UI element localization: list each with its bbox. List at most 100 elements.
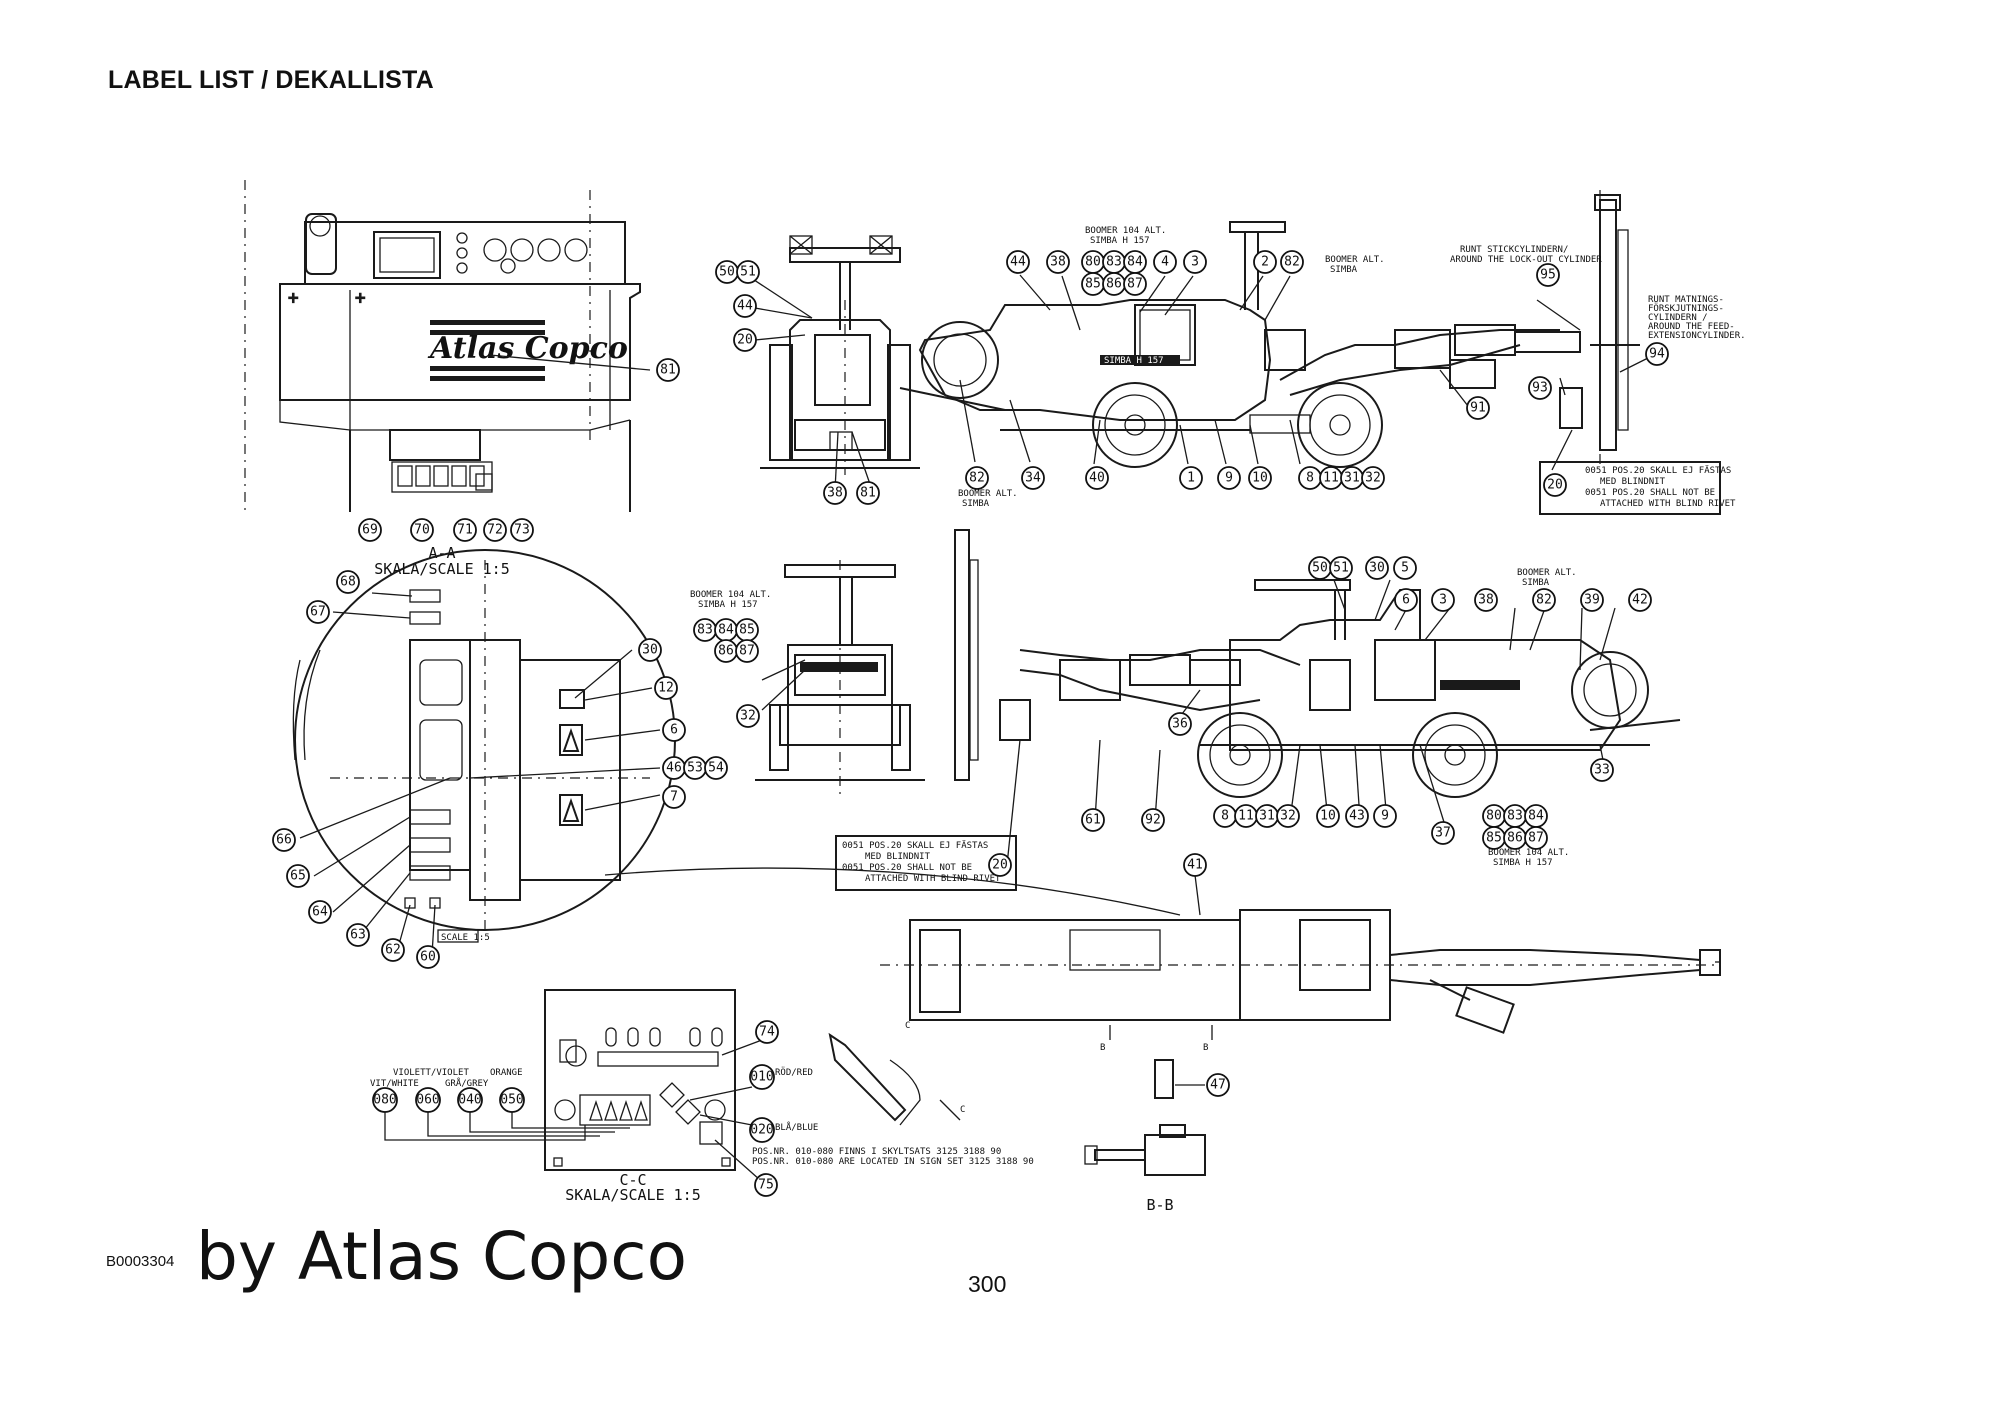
rivet-note-1d: ATTACHED WITH BLIND RIVET (1600, 499, 1736, 509)
callout-85c: 85 (1482, 826, 1506, 850)
callout-95: 95 (1536, 263, 1560, 287)
callout-84c: 84 (1524, 804, 1548, 828)
svg-text:34: 34 (1025, 471, 1041, 486)
callout-41: 41 (1183, 853, 1207, 877)
svg-text:8: 8 (1221, 809, 1229, 824)
callout-72: 72 (483, 518, 507, 542)
callout-82b: 82 (965, 466, 989, 490)
callout-20b: 20 (1543, 473, 1567, 497)
svg-text:62: 62 (385, 943, 401, 958)
callout-83c: 83 (1503, 804, 1527, 828)
callout-38b: 38 (1046, 250, 1070, 274)
section-c-mark-1: C (905, 1021, 910, 1031)
callout-12: 12 (654, 676, 678, 700)
detail-c-bracket (828, 1032, 961, 1126)
callout-31a: 31 (1340, 466, 1364, 490)
callout-8a: 8 (1298, 466, 1322, 490)
detail-c-mark: C (960, 1105, 965, 1115)
callout-87c: 87 (1524, 826, 1548, 850)
svg-text:2: 2 (1261, 255, 1269, 270)
svg-text:38: 38 (827, 486, 843, 501)
callout-44b: 44 (1006, 250, 1030, 274)
callout-40: 40 (1085, 466, 1109, 490)
callout-91: 91 (1466, 396, 1490, 420)
note-boomer-top-2: SIMBA H 157 (1090, 236, 1150, 246)
wire-violet-label: VIOLETT/VIOLET (393, 1068, 469, 1078)
svg-text:83: 83 (1507, 809, 1523, 824)
section-bb-label: B-B (1146, 1196, 1173, 1214)
callout-94: 94 (1645, 342, 1669, 366)
callout-68: 68 (336, 570, 360, 594)
svg-text:94: 94 (1649, 347, 1665, 362)
callout-75: 75 (754, 1173, 778, 1197)
callout-85a: 85 (1081, 272, 1105, 296)
wire-red-label: RÖD/RED (775, 1067, 813, 1078)
callout-38c: 38 (1474, 588, 1498, 612)
svg-text:+: + (355, 288, 366, 308)
note-ext-4: AROUND THE FEED- (1648, 322, 1735, 332)
detail-magnified-circle (292, 549, 676, 943)
callout-87b: 87 (735, 639, 759, 663)
callout-63: 63 (346, 923, 370, 947)
callout-7: 7 (662, 785, 686, 809)
callout-43: 43 (1345, 804, 1369, 828)
note-boomer-right-1: BOOMER ALT. (1325, 255, 1385, 265)
section-aa-scale: SKALA/SCALE 1:5 (374, 560, 509, 578)
svg-text:85: 85 (1486, 831, 1502, 846)
svg-text:32: 32 (1365, 471, 1381, 486)
callout-31b: 31 (1255, 804, 1279, 828)
callout-30b: 30 (1365, 556, 1389, 580)
callout-69: 69 (358, 518, 382, 542)
svg-text:92: 92 (1145, 813, 1161, 828)
callout-20a: 20 (733, 328, 757, 352)
svg-text:44: 44 (1010, 255, 1026, 270)
note-ext-3: CYLINDERN / (1648, 313, 1708, 323)
svg-text:3: 3 (1439, 593, 1447, 608)
callout-92: 92 (1141, 808, 1165, 832)
svg-text:95: 95 (1540, 268, 1556, 283)
callout-82a: 82 (1280, 250, 1304, 274)
callout-11a: 11 (1319, 466, 1343, 490)
callout-87a: 87 (1123, 272, 1147, 296)
rivet-note-box-lower: 0051 POS.20 SKALL EJ FÄSTAS MED BLINDNIT… (835, 835, 1017, 891)
section-cc-scale: SKALA/SCALE 1:5 (565, 1186, 700, 1204)
svg-text:60: 60 (420, 950, 436, 965)
note-boomer-lower-2: SIMBA H 157 (1493, 858, 1553, 868)
byline: by Atlas Copco (196, 1218, 687, 1295)
callout-93: 93 (1528, 376, 1552, 400)
page-title: LABEL LIST / DEKALLISTA (108, 66, 434, 94)
callout-60: 60 (416, 945, 440, 969)
svg-text:87: 87 (1528, 831, 1544, 846)
svg-text:68: 68 (340, 575, 356, 590)
note-lockout-1: RUNT STICKCYLINDERN/ (1460, 245, 1568, 255)
callout-81b: 81 (856, 481, 880, 505)
svg-text:86: 86 (1507, 831, 1523, 846)
pos-note-1: POS.NR. 010-080 FINNS I SKYLTSATS 3125 3… (752, 1147, 1001, 1157)
wire-blue-label: BLÅ/BLUE (775, 1121, 818, 1133)
rivet-note-2a: 0051 POS.20 SKALL EJ FÄSTAS (842, 840, 988, 851)
callout-83a: 83 (1102, 250, 1126, 274)
svg-text:20: 20 (992, 858, 1008, 873)
note-boomer-top-1: BOOMER 104 ALT. (1085, 226, 1166, 236)
rivet-note-2b: MED BLINDNIT (865, 852, 931, 862)
callout-42: 42 (1628, 588, 1652, 612)
svg-text:37: 37 (1435, 826, 1451, 841)
note-boomer-lower-1: BOOMER 104 ALT. (1488, 848, 1569, 858)
svg-text:36: 36 (1172, 717, 1188, 732)
svg-text:81: 81 (660, 363, 676, 378)
svg-text:31: 31 (1344, 471, 1360, 486)
note-boomer-mid-2: SIMBA H 157 (698, 600, 758, 610)
callout-3a: 3 (1183, 250, 1207, 274)
section-cc-panel (384, 989, 736, 1171)
callout-71: 71 (453, 518, 477, 542)
svg-text:71: 71 (457, 523, 473, 538)
callout-020: 020 (749, 1117, 775, 1143)
note-boomer-mid-1: BOOMER 104 ALT. (690, 590, 771, 600)
section-cc-label: C-C (619, 1171, 646, 1189)
svg-text:75: 75 (758, 1178, 774, 1193)
svg-text:74: 74 (759, 1025, 775, 1040)
svg-text:32: 32 (1280, 809, 1296, 824)
svg-text:040: 040 (458, 1093, 481, 1108)
svg-text:85: 85 (1085, 277, 1101, 292)
svg-text:51: 51 (740, 265, 756, 280)
